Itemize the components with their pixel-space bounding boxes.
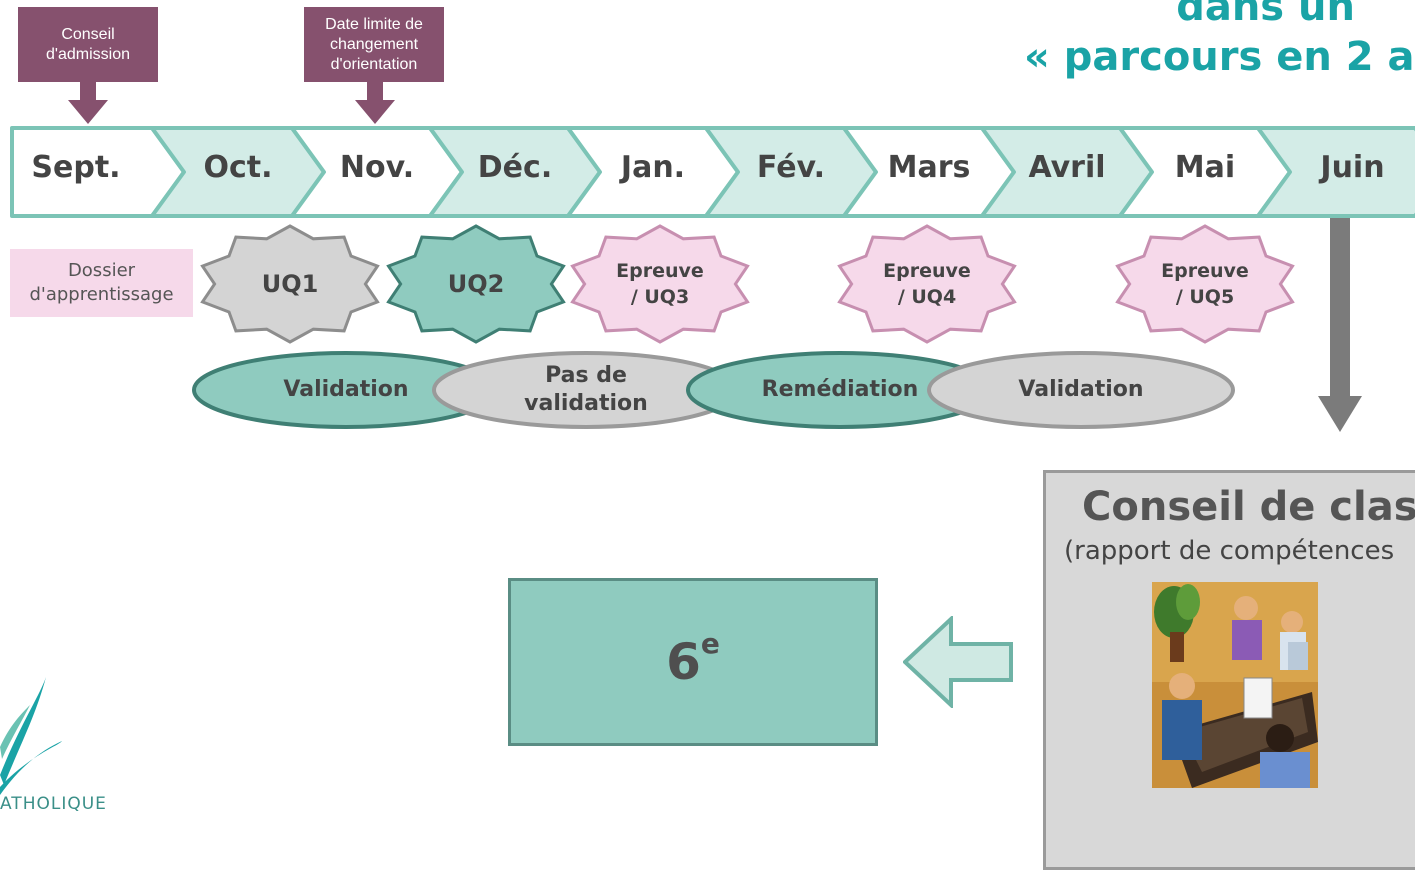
conseil-classe-title: Conseil de classe	[1082, 484, 1415, 530]
result-oval-label: Remédiation	[730, 358, 950, 422]
conseil-classe-subtitle: (rapport de compétences	[1064, 536, 1394, 566]
down-arrow-juin	[1316, 218, 1366, 434]
left-arrow-to-sixth	[903, 616, 1015, 708]
meeting-illustration	[1152, 582, 1318, 788]
logo-text: ATHOLIQUE	[0, 794, 107, 814]
sixth-grade-box: 6e	[508, 578, 878, 746]
result-oval-label: Validation	[236, 358, 456, 422]
result-oval-label: Validation	[971, 358, 1191, 422]
logo-leaf-icon	[0, 655, 112, 795]
result-oval-label: Pas de validation	[476, 358, 696, 422]
sixth-grade-label: 6e	[666, 633, 720, 691]
ovals-layer	[0, 0, 1415, 450]
